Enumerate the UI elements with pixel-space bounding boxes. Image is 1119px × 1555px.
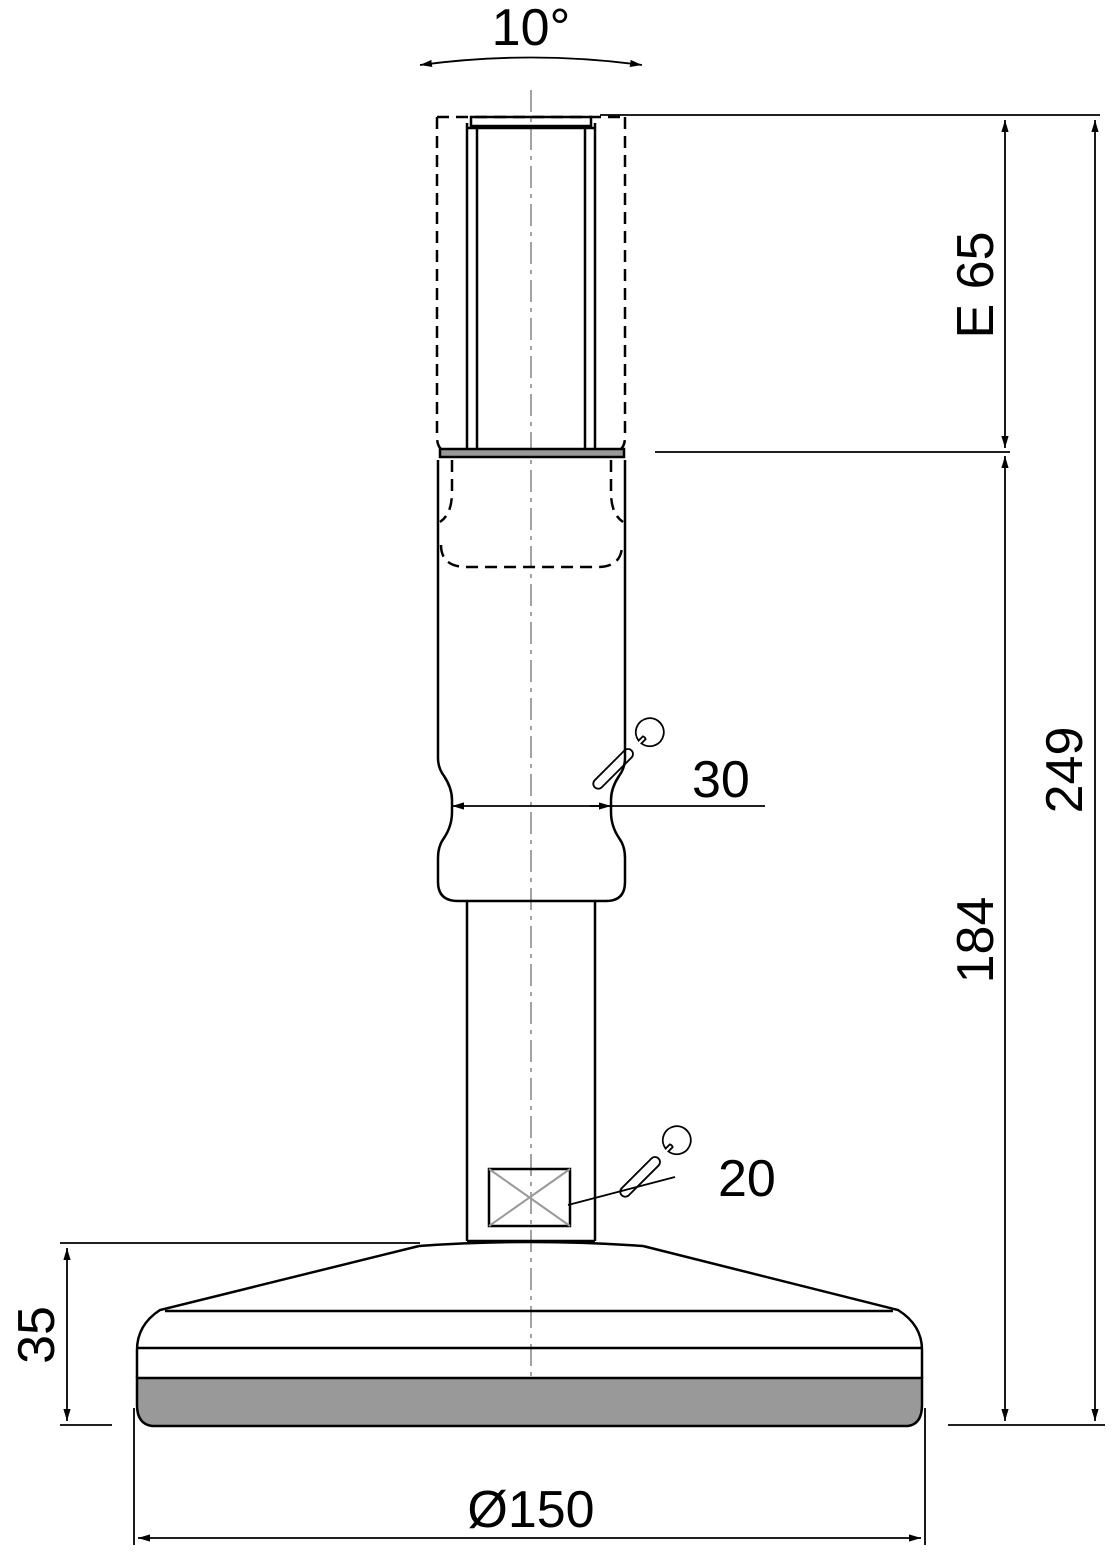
tilt-angle-label: 10°	[492, 0, 571, 57]
tilt-angle-arc	[419, 56, 643, 67]
spindle	[465, 901, 676, 1243]
wrench-lower-label: 20	[718, 1150, 776, 1208]
rubber-pad	[135, 1376, 924, 1428]
base-height-label: 35	[8, 1306, 66, 1364]
wrench-icon	[619, 1125, 692, 1198]
wrench-lower: 20	[619, 1125, 776, 1208]
base	[135, 1240, 924, 1428]
dimension-thread-length: E 65	[600, 114, 1100, 453]
base-diameter-label: Ø150	[467, 1481, 594, 1539]
total-height-label: 249	[1036, 727, 1094, 814]
body-height-label: 184	[947, 897, 1005, 984]
dimension-total-height: 249	[948, 120, 1105, 1426]
threaded-stud	[435, 115, 627, 454]
dimension-base-diameter: Ø150	[133, 1408, 926, 1545]
dimension-body-height: 184	[947, 456, 1009, 1421]
wrench-upper-label: 30	[692, 751, 750, 809]
wrench-upper: 30	[592, 717, 750, 809]
housing	[436, 447, 765, 903]
thread-length-label: E 65	[947, 232, 1005, 339]
wrench-icon	[592, 717, 665, 790]
dimension-base-height: 35	[8, 1242, 420, 1426]
